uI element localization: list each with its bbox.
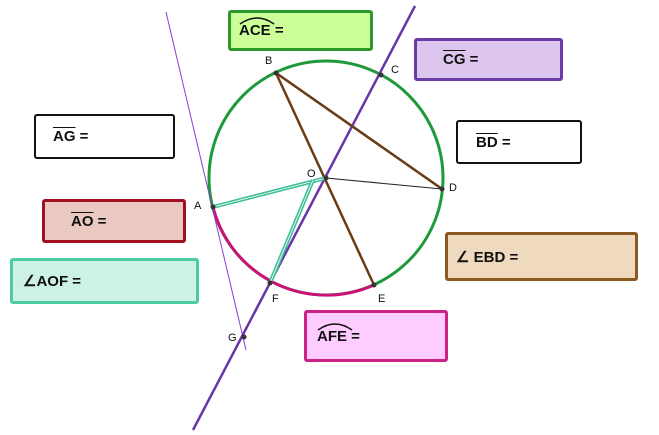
label-d: D: [449, 182, 457, 194]
label-c: C: [391, 64, 399, 76]
chord-bd: [275, 71, 443, 191]
radius-of-inner: [269, 179, 314, 284]
label-f: F: [272, 293, 279, 305]
label-b: B: [265, 55, 272, 67]
segment-ag-eq: =: [75, 128, 89, 145]
point-b[interactable]: [273, 70, 279, 76]
point-d[interactable]: [439, 186, 445, 192]
label-e: E: [378, 293, 385, 305]
secant-line: [191, 5, 417, 431]
segment-cg-eq: =: [465, 51, 479, 68]
box-segment-ag[interactable]: AG =: [34, 114, 175, 159]
point-e[interactable]: [371, 282, 377, 288]
arc-symbol-icon: [317, 322, 353, 331]
arc-ace-letters: ACE: [239, 22, 271, 39]
box-arc-afe[interactable]: AFE =: [304, 310, 448, 362]
arc-ace-eq: =: [270, 22, 284, 39]
box-segment-ao[interactable]: AO =: [42, 199, 186, 243]
box-segment-cg[interactable]: CG =: [414, 38, 563, 81]
segment-cg-letters: CG: [443, 51, 466, 68]
label-o: O: [307, 168, 316, 180]
segment-ao-eq: =: [93, 212, 107, 230]
point-a[interactable]: [210, 204, 216, 210]
point-f[interactable]: [267, 280, 273, 286]
point-c[interactable]: [378, 72, 384, 78]
segment-bd-eq: =: [497, 133, 511, 151]
point-g[interactable]: [241, 334, 247, 340]
line-ag-thin: [165, 11, 247, 351]
box-arc-ace[interactable]: ACE =: [228, 10, 373, 51]
segment-ag-letters: AG: [53, 128, 76, 145]
arc-afe-eq: =: [347, 327, 360, 345]
box-angle-aof[interactable]: ∠AOF =: [10, 258, 199, 304]
arc-symbol-icon: [239, 17, 275, 25]
label-g: G: [228, 332, 237, 344]
angle-ebd-text: ∠ EBD =: [456, 248, 519, 266]
arc-afe: [211, 206, 375, 297]
arc-afe-label: AFE: [317, 322, 353, 345]
radius-oa-inner: [212, 177, 327, 208]
segment-bd-letters: BD: [476, 133, 498, 151]
box-segment-bd[interactable]: BD =: [456, 120, 582, 164]
angle-aof-text: ∠AOF =: [23, 273, 82, 290]
segment-ao-letters: AO: [71, 212, 94, 230]
point-o[interactable]: [323, 175, 329, 181]
label-a: A: [194, 200, 202, 212]
arc-ace-label: ACE: [239, 17, 275, 39]
arc-afe-letters: AFE: [317, 327, 347, 345]
radius-od: [325, 177, 443, 190]
box-angle-ebd[interactable]: ∠ EBD =: [445, 232, 638, 281]
